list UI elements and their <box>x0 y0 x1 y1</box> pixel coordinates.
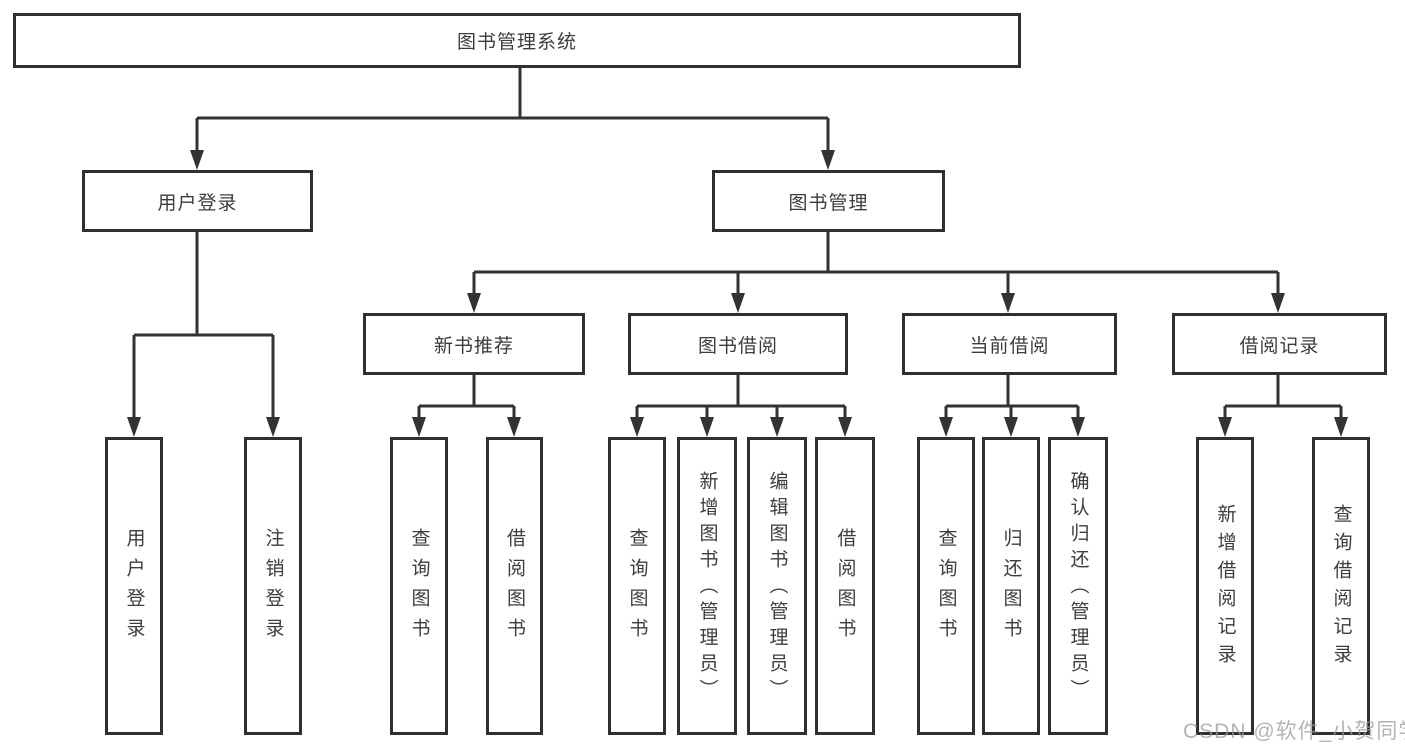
watermark-text: CSDN @软件_小贺同学 <box>1183 720 1405 743</box>
connector-new-book-rec-children <box>412 375 521 437</box>
arrowhead-borrow-query <box>630 417 644 437</box>
connector-borrow-records-children <box>1218 375 1348 437</box>
node-rec-borrow-books: 借阅图书 <box>486 437 543 735</box>
node-root: 图书管理系统 <box>13 13 1021 68</box>
node-borrow-query-books: 查询图书 <box>608 437 666 735</box>
node-new-book-rec: 新书推荐 <box>363 313 585 375</box>
arrowhead-current-borrow <box>1001 293 1015 313</box>
node-current-borrow: 当前借阅 <box>902 313 1117 375</box>
arrowhead-current-confirm <box>1071 417 1085 437</box>
node-user-login: 用户登录 <box>82 170 313 232</box>
arrowhead-borrow-borrow <box>838 417 852 437</box>
node-rec-query-books: 查询图书 <box>390 437 448 735</box>
arrowhead-logout-action <box>266 417 280 437</box>
node-records-query-record: 查询借阅记录 <box>1312 437 1370 735</box>
node-current-return-books: 归还图书 <box>982 437 1040 735</box>
connector-current-borrow-children <box>939 375 1085 437</box>
arrowhead-records-query <box>1334 417 1348 437</box>
arrowhead-current-return <box>1004 417 1018 437</box>
arrowhead-borrow-records <box>1271 293 1285 313</box>
arrowhead-borrow-edit <box>770 417 784 437</box>
connector-book-mgmt-children <box>467 232 1285 313</box>
node-borrow-borrow-books: 借阅图书 <box>815 437 875 735</box>
connector-root-to-level2 <box>190 68 835 170</box>
arrowhead-borrow-add <box>700 417 714 437</box>
connector-book-borrow-children <box>630 375 852 437</box>
arrowhead-book-borrow <box>731 293 745 313</box>
node-borrow-add-books: 新增图书（管理员） <box>677 437 737 735</box>
node-book-mgmt: 图书管理 <box>712 170 945 232</box>
arrowhead-rec-query <box>412 417 426 437</box>
arrowhead-current-query <box>939 417 953 437</box>
node-current-confirm-return: 确认归还（管理员） <box>1048 437 1108 735</box>
node-logout-action: 注销登录 <box>244 437 302 735</box>
arrowhead-book-mgmt <box>821 150 835 170</box>
arrowhead-records-add <box>1218 417 1232 437</box>
node-records-add-record: 新增借阅记录 <box>1196 437 1254 735</box>
node-book-borrow: 图书借阅 <box>628 313 848 375</box>
arrowhead-user-login-action <box>127 417 141 437</box>
node-user-login-action: 用户登录 <box>105 437 163 735</box>
node-current-query-books: 查询图书 <box>917 437 975 735</box>
node-borrow-edit-books: 编辑图书（管理员） <box>747 437 807 735</box>
node-borrow-records: 借阅记录 <box>1172 313 1387 375</box>
arrowhead-new-book-rec <box>467 293 481 313</box>
connector-user-login-children <box>127 232 280 437</box>
arrowhead-rec-borrow <box>507 417 521 437</box>
arrowhead-user-login <box>190 150 204 170</box>
